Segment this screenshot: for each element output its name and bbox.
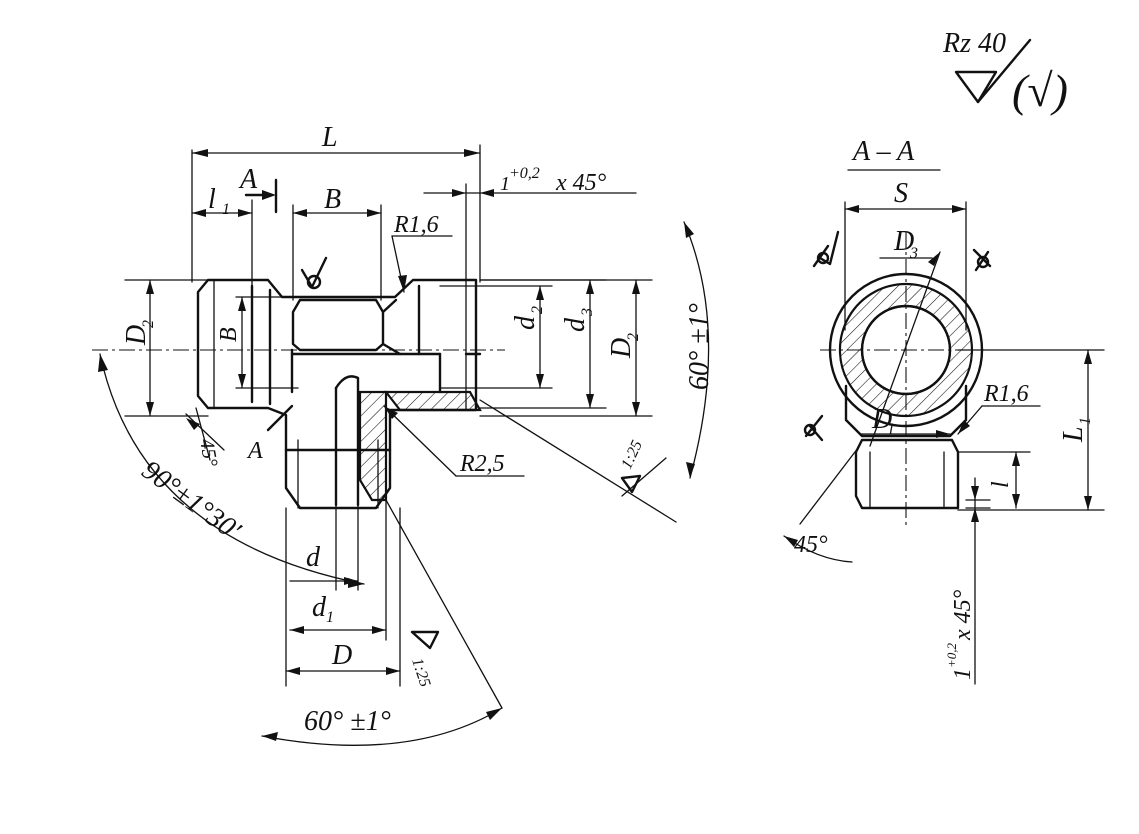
svg-text:+0,2: +0,2 — [509, 165, 540, 182]
svg-text:2: 2 — [140, 320, 157, 328]
dim-d: d — [285, 504, 359, 687]
label-D1: D — [871, 404, 892, 435]
label-D2-left: D — [121, 325, 152, 346]
svg-text:2: 2 — [529, 306, 546, 314]
main-view — [92, 256, 505, 510]
cut-mark-top: A — [238, 164, 278, 214]
label-d1: d — [312, 592, 327, 623]
svg-text:1: 1 — [887, 421, 895, 438]
dim-R25: R2,5 — [383, 405, 525, 477]
cut-label-top: A — [238, 164, 258, 195]
cut-mark-bottom: A — [246, 404, 294, 464]
label-d2: d — [510, 315, 541, 330]
label-R16: R1,6 — [393, 212, 439, 238]
label-angle-45: 45° — [195, 437, 222, 468]
label-L1: L — [1058, 426, 1089, 443]
label-D2-right: D — [606, 338, 637, 359]
dim-D: D — [285, 507, 401, 687]
dim-D2-left: D 2 — [121, 279, 209, 417]
dim-d2: d 2 — [439, 285, 553, 389]
svg-text:3: 3 — [579, 308, 596, 317]
svg-text:1: 1 — [950, 668, 976, 680]
dim-l1: l 1 — [191, 184, 253, 287]
label-B-vertical: B — [216, 327, 242, 342]
label-R25: R2,5 — [459, 451, 505, 477]
dim-D2-right: D 2 — [479, 279, 653, 417]
roughness-symbol: Rz 40 (√) — [942, 28, 1068, 116]
roughness-triangle-icon — [954, 70, 998, 104]
label-taper-bottom: 1:25 — [408, 656, 433, 689]
label-D3: D — [893, 226, 914, 257]
cut-label-bottom: A — [246, 438, 263, 464]
hatched-section-vertical — [358, 390, 388, 502]
label-d: d — [306, 542, 321, 573]
section-title: A – A — [851, 136, 915, 167]
label-B: B — [324, 184, 341, 215]
roughness-label: Rz 40 — [942, 28, 1006, 59]
taper-bottom: 1:25 — [385, 499, 503, 709]
svg-text:3: 3 — [909, 245, 918, 262]
dim-angle-60-bottom: 60° ±1° — [261, 706, 503, 746]
svg-text:2: 2 — [625, 333, 642, 341]
svg-text:1: 1 — [1077, 417, 1094, 425]
dim-L: L — [191, 122, 481, 283]
dim-angle-90: 90°±1°30′ — [98, 353, 365, 588]
svg-text:1: 1 — [222, 201, 230, 218]
label-angle-60-right: 60° ±1° — [684, 303, 715, 390]
label-d3: d — [560, 317, 591, 332]
hatched-section-horizontal — [383, 390, 482, 412]
section-view: A – A S D 3 D 1 — [783, 136, 1105, 685]
svg-text:1: 1 — [326, 609, 334, 626]
label-angle-60-bottom: 60° ±1° — [304, 706, 391, 737]
label-l: l — [988, 481, 1014, 488]
svg-text:+0,2: +0,2 — [944, 642, 959, 668]
svg-text:1: 1 — [500, 173, 510, 195]
dim-chamfer-top: 1 +0,2 x 45° — [423, 165, 637, 281]
label-R16-section: R1,6 — [983, 381, 1029, 407]
dim-B: B — [292, 184, 382, 301]
taper-right: 1:25 — [618, 438, 667, 497]
label-angle-45-section: 45° — [794, 532, 828, 558]
label-L: L — [321, 122, 338, 153]
svg-text:x 45°: x 45° — [950, 589, 976, 641]
dim-angle-60-right: 60° ±1° — [479, 221, 715, 523]
label-S: S — [894, 178, 908, 209]
roughness-tick — [976, 38, 1032, 104]
dim-R16: R1,6 — [391, 212, 453, 293]
svg-text:x 45°: x 45° — [555, 170, 607, 196]
roughness-note: (√) — [1012, 65, 1068, 116]
dim-angle-45: 45° — [185, 407, 225, 468]
label-l1: l — [208, 184, 216, 215]
dim-B-vertical: B — [216, 296, 299, 389]
dim-d1: d 1 — [289, 499, 387, 641]
label-taper-right: 1:25 — [618, 438, 646, 472]
label-angle-90: 90°±1°30′ — [136, 455, 247, 548]
label-D: D — [331, 640, 352, 671]
